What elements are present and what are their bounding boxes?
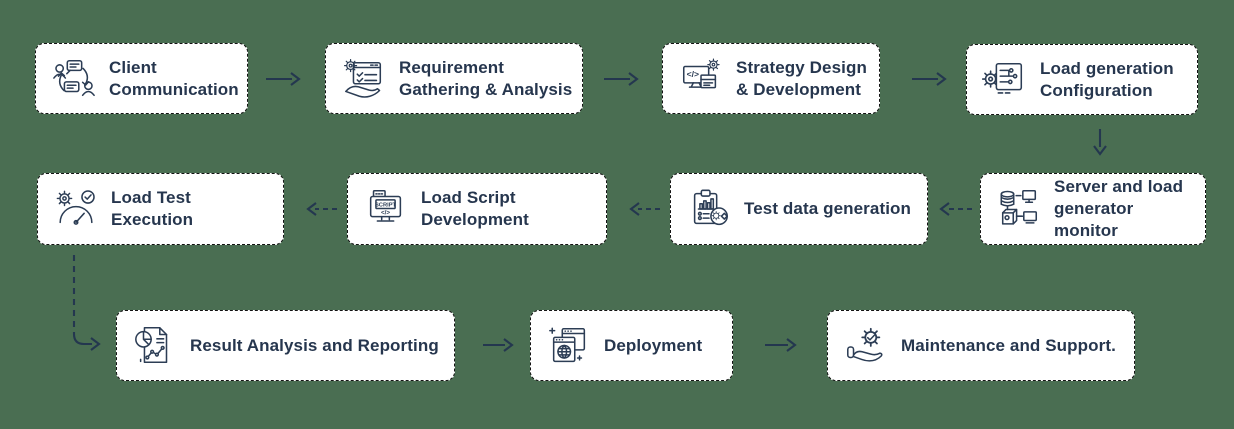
test-data-generation-icon bbox=[686, 186, 732, 232]
load-test-execution-icon bbox=[53, 186, 99, 232]
arrow-elbow-down-right bbox=[72, 255, 101, 351]
step-label: Deployment bbox=[604, 335, 703, 355]
client-communication-icon bbox=[51, 56, 97, 102]
svg-text:SCRIPT: SCRIPT bbox=[375, 203, 397, 209]
requirement-gathering-analysis-icon bbox=[341, 56, 387, 102]
step-client-communication: Client Communication bbox=[35, 43, 248, 114]
step-label: Requirement Gathering & Analysis bbox=[399, 57, 573, 99]
step-label: Maintenance and Support. bbox=[901, 335, 1116, 355]
svg-text:</>: </> bbox=[381, 209, 390, 216]
svg-text:</>: </> bbox=[687, 69, 699, 79]
arrow-right-4 bbox=[483, 338, 514, 352]
step-label: Server and load generator monitor bbox=[1054, 177, 1184, 240]
arrow-right-3 bbox=[912, 72, 947, 86]
step-label: Load generation Configuration bbox=[1040, 58, 1174, 100]
arrow-right-5 bbox=[765, 338, 797, 352]
arrow-left-3 bbox=[306, 202, 337, 216]
step-load-test-execution: Load Test Execution bbox=[37, 173, 284, 245]
arrow-right-1 bbox=[266, 72, 301, 86]
load-script-development-icon: SCRIPT </> bbox=[363, 186, 409, 232]
step-label: Load Script Development bbox=[421, 188, 529, 229]
step-deployment: Deployment bbox=[530, 310, 733, 381]
step-label: Client Communication bbox=[109, 57, 239, 99]
step-result-analysis: Result Analysis and Reporting bbox=[116, 310, 455, 381]
step-label: Result Analysis and Reporting bbox=[190, 335, 439, 355]
step-label: Strategy Design & Development bbox=[736, 57, 867, 99]
step-load-generation-config: Load generation Configuration bbox=[966, 44, 1198, 115]
step-test-data-generation: Test data generation bbox=[670, 173, 928, 245]
server-load-generator-monitor-icon bbox=[996, 186, 1042, 232]
step-server-load-monitor: Server and load generator monitor bbox=[980, 173, 1206, 245]
arrow-left-1 bbox=[939, 202, 972, 216]
arrow-left-2 bbox=[629, 202, 660, 216]
step-maintenance-support: Maintenance and Support. bbox=[827, 310, 1135, 381]
result-analysis-reporting-icon bbox=[132, 323, 178, 369]
arrow-down-1 bbox=[1093, 129, 1107, 156]
step-label: Load Test Execution bbox=[111, 188, 194, 229]
deployment-icon bbox=[546, 323, 592, 369]
strategy-design-development-icon: </> bbox=[678, 56, 724, 102]
arrow-right-2 bbox=[604, 72, 639, 86]
step-strategy-design: </> Strategy Design & Development bbox=[662, 43, 880, 114]
step-load-script-development: SCRIPT </> Load Script Development bbox=[347, 173, 607, 245]
step-requirement-gathering: Requirement Gathering & Analysis bbox=[325, 43, 583, 114]
maintenance-support-icon bbox=[843, 323, 889, 369]
step-label: Test data generation bbox=[744, 199, 911, 219]
load-generation-configuration-icon bbox=[982, 57, 1028, 103]
